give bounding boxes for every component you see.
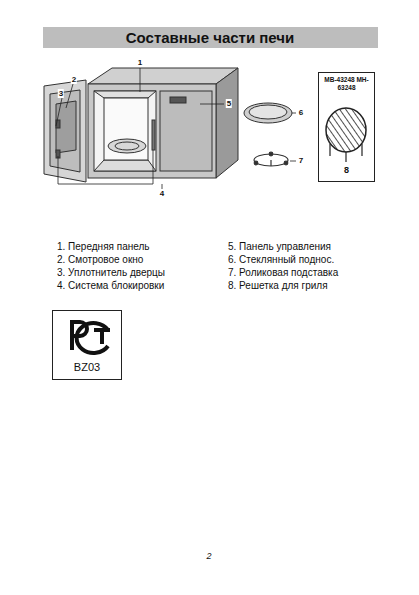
leader-lines [56,68,296,189]
model-numbers: MB-43248 MH-63248 [322,76,372,93]
part-list-item: 5. Панель управления [228,241,331,253]
callout-number: 7 [298,156,304,165]
roller-ring [254,152,288,166]
part-list-item: 4. Система блокировки [57,280,164,292]
certificate-code: BZ03 [57,360,117,374]
title-band [43,27,378,48]
glass-tray [244,103,292,123]
page-number: 2 [206,551,211,561]
certification-box: BZ03 [52,310,122,380]
part-list-item: 7. Роликовая подставка [228,267,338,279]
callout-number: 8 [322,165,372,177]
part-list-item: 8. Решетка для гриля [228,280,328,292]
model-box: MB-43248 MH-63248 8 [318,72,375,182]
microwave-oven [44,68,238,182]
callout-number: 6 [298,108,304,117]
callout-number: 4 [159,189,165,198]
page-title: Составные части печи [126,29,295,46]
part-list-item: 1. Передняя панель [57,241,150,253]
callout-number: 2 [71,75,77,84]
part-list-item: 3. Уплотнитель дверцы [57,267,165,279]
grill-rack [326,108,366,162]
certification-logo [72,322,110,353]
part-list-item: 6. Стеклянный поднос. [228,254,334,266]
callout-number: 1 [137,58,143,67]
part-list-item: 2. Смотровое окно [57,254,143,266]
callout-number: 3 [58,89,64,98]
callout-number: 5 [226,99,232,108]
